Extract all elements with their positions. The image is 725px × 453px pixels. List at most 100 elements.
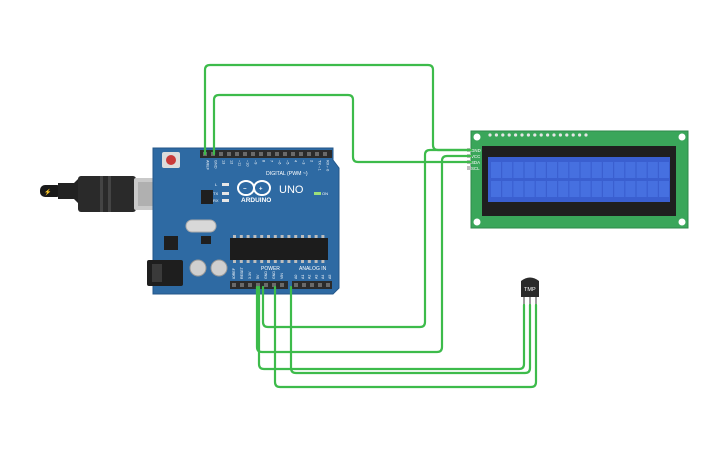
header-pin[interactable]	[227, 152, 231, 156]
capacitor-2	[210, 259, 228, 277]
header-pin[interactable]	[248, 283, 252, 287]
chip-pin	[273, 260, 277, 263]
wire-tmp-gnd[interactable]	[273, 285, 538, 389]
lcd-cell	[491, 162, 501, 178]
chip-pin	[314, 235, 318, 238]
header-pin[interactable]	[294, 283, 298, 287]
power-pin-label: IOREF	[232, 267, 236, 279]
lcd-pad	[578, 133, 582, 137]
chip-pin	[287, 260, 291, 263]
lcd-pad	[552, 133, 556, 137]
header-pin[interactable]	[280, 283, 284, 287]
lcd-cell	[591, 181, 602, 197]
wire-tmp-vcc[interactable]	[257, 285, 526, 371]
lcd-cell	[603, 181, 613, 197]
header-pin[interactable]	[240, 283, 244, 287]
digital-pin-label: GND	[214, 160, 218, 169]
chip-pin	[233, 235, 236, 238]
lcd-cell	[636, 162, 647, 178]
lcd-pin-label: VCC	[471, 154, 480, 159]
power-pin-label: GND	[272, 271, 276, 279]
digital-header[interactable]	[200, 150, 332, 158]
header-pin[interactable]	[283, 152, 287, 156]
header-pin[interactable]	[291, 152, 295, 156]
digital-pin-label: 12	[230, 160, 234, 164]
lcd-character-cells	[491, 162, 669, 197]
analog-pin-label: A5	[328, 275, 332, 279]
reset-button-cap[interactable]	[166, 155, 176, 165]
lcd-cell	[513, 162, 524, 178]
header-pin[interactable]	[251, 152, 255, 156]
header-pin[interactable]	[232, 283, 236, 287]
header-pin[interactable]	[318, 283, 322, 287]
lcd-cell	[569, 181, 580, 197]
lcd-pad	[520, 133, 524, 137]
header-pin[interactable]	[326, 283, 330, 287]
lcd-cell	[558, 181, 569, 197]
voltage-regulator	[164, 236, 178, 250]
header-pin[interactable]	[302, 283, 306, 287]
wire-sda[interactable]	[212, 93, 473, 164]
digital-pin-label: ~5	[286, 160, 290, 164]
lcd-pad	[494, 133, 498, 137]
lcd-cell	[625, 181, 636, 197]
lcd-cell	[625, 162, 636, 178]
header-pin[interactable]	[259, 152, 263, 156]
digital-pin-label: 7	[270, 160, 274, 162]
svg-text:−: −	[243, 187, 247, 193]
header-pin[interactable]	[235, 152, 239, 156]
lcd-pad	[501, 133, 505, 137]
lcd-cell	[603, 162, 613, 178]
lcd-pad	[526, 133, 531, 137]
chip-pin	[314, 260, 318, 263]
usb-bolt-icon: ⚡	[44, 188, 51, 196]
header-pin[interactable]	[272, 283, 276, 287]
digital-pin-label: ~6	[278, 160, 282, 164]
lcd-cell	[636, 181, 647, 197]
chip-pin	[307, 260, 311, 263]
lcd-pad	[539, 133, 543, 137]
wires[interactable]	[203, 63, 538, 389]
arduino-model: UNO	[279, 184, 304, 196]
header-pin[interactable]	[219, 152, 223, 156]
header-pin[interactable]	[264, 283, 268, 287]
chip-pin	[267, 260, 270, 263]
chip-pin	[239, 260, 243, 263]
chip-pin	[301, 235, 304, 238]
lcd-mount-hole	[678, 133, 686, 141]
header-pin[interactable]	[243, 152, 247, 156]
power-pin-label: VIN	[280, 273, 284, 279]
header-pin[interactable]	[323, 152, 327, 156]
infinity-logo-icon: − +	[237, 180, 271, 196]
digital-pin-label: AREF	[206, 160, 210, 171]
lcd-pin[interactable]	[467, 166, 471, 170]
lcd-cell	[558, 162, 569, 178]
l-led	[222, 183, 229, 186]
tx-led	[222, 192, 229, 195]
header-pin[interactable]	[315, 152, 319, 156]
lcd-pad	[565, 133, 569, 137]
header-pin[interactable]	[299, 152, 303, 156]
wire-gnd-lcd[interactable]	[261, 148, 473, 329]
header-pin[interactable]	[267, 152, 271, 156]
chip-pin	[233, 260, 236, 263]
arduino-brand: ARDUINO	[241, 197, 271, 204]
l-label: L	[215, 182, 218, 187]
power-label: POWER	[261, 266, 280, 272]
header-pin[interactable]	[275, 152, 279, 156]
analog-pin-label: A3	[314, 275, 318, 279]
tmp36-sensor[interactable]: TMP	[521, 277, 539, 306]
wire-tmp-signal[interactable]	[289, 285, 532, 375]
header-pin[interactable]	[310, 283, 314, 287]
lcd-cell	[491, 181, 501, 197]
header-pin[interactable]	[256, 283, 260, 287]
lcd-mount-hole	[473, 218, 481, 226]
lcd-cell	[659, 162, 669, 178]
wire-scl[interactable]	[203, 63, 473, 156]
header-pin[interactable]	[307, 152, 311, 156]
